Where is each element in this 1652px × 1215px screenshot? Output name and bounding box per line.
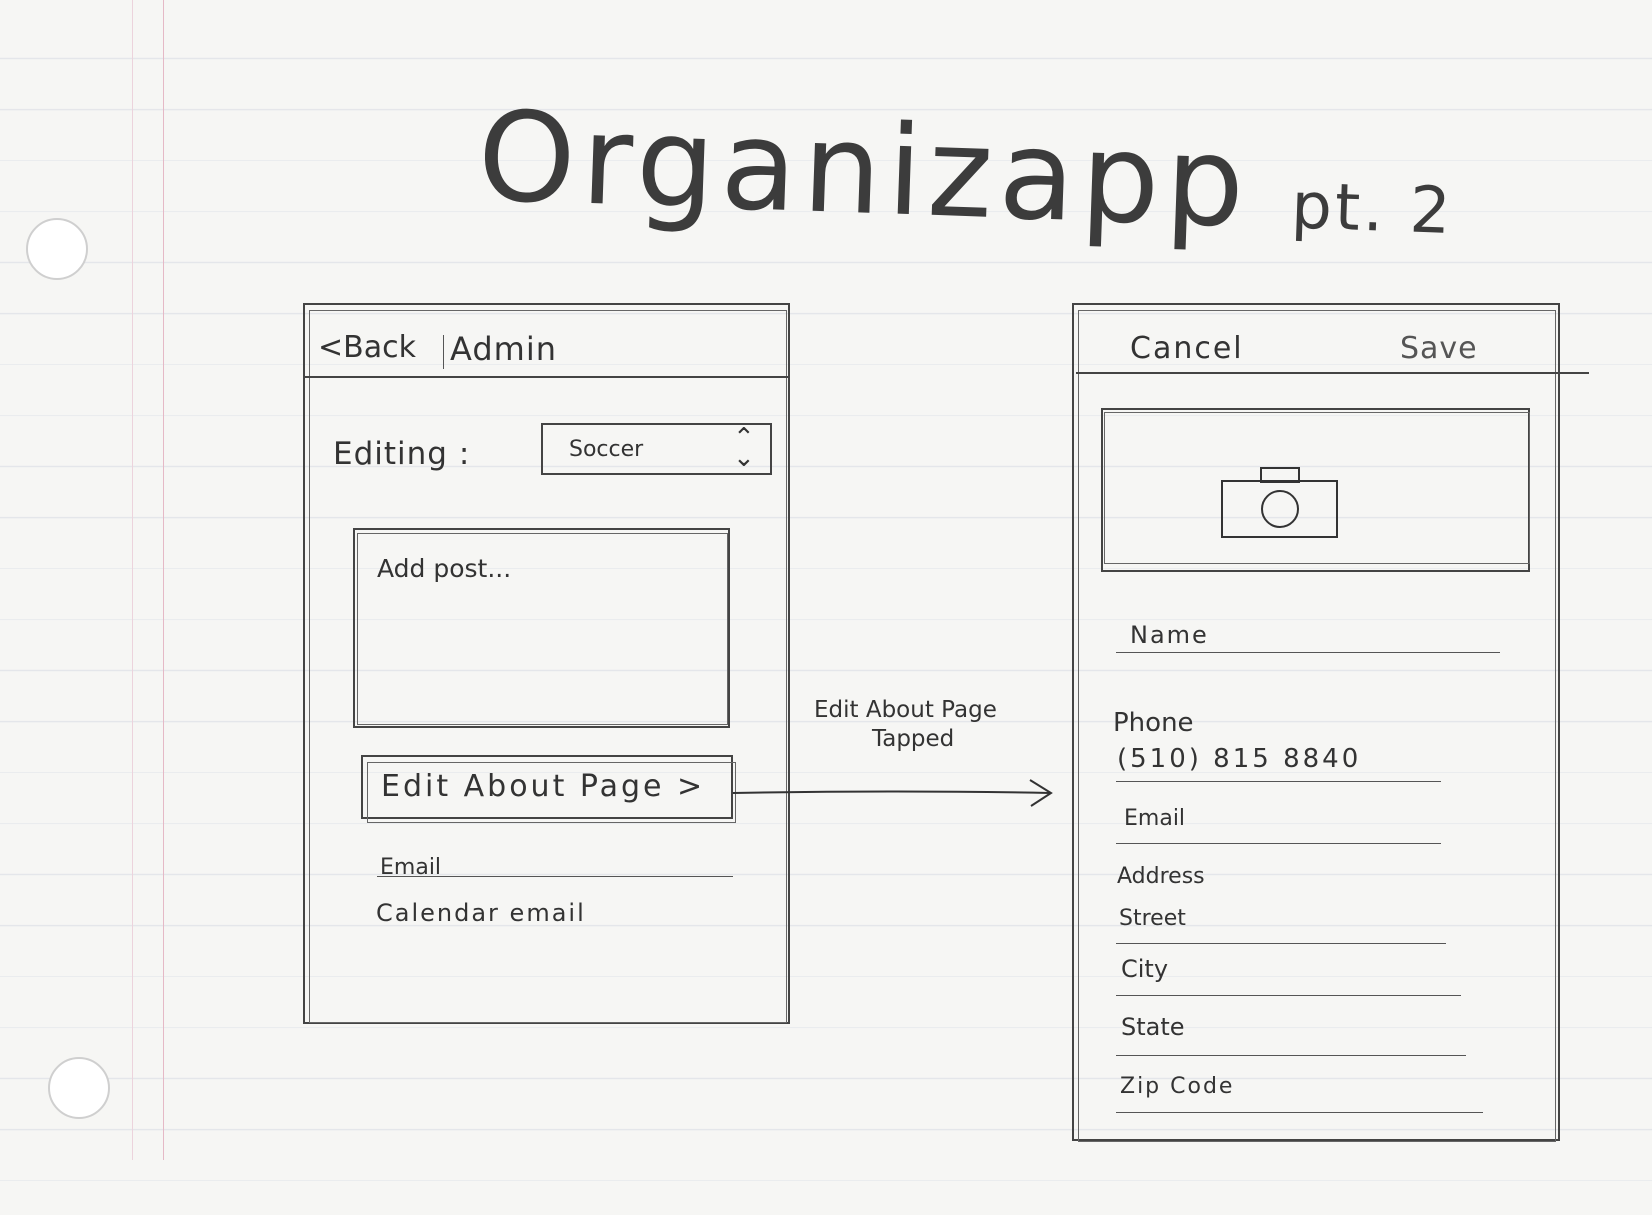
zip-code-input-line[interactable]	[1116, 1112, 1483, 1113]
city-input-line[interactable]	[1116, 995, 1461, 996]
street-label: Street	[1119, 906, 1186, 931]
select-arrows-icon: ⌃⌄	[733, 423, 755, 473]
transition-label-line2: Tapped	[872, 726, 955, 752]
editing-label: Editing :	[333, 436, 471, 472]
add-post-placeholder: Add post...	[377, 554, 512, 583]
edit-about-page-label: Edit About Page >	[381, 769, 706, 804]
email-label: Email	[1124, 806, 1186, 831]
cursor-mark	[443, 335, 444, 369]
street-input-line[interactable]	[1116, 943, 1446, 944]
about-screen-frame	[1072, 303, 1560, 1141]
photo-upload-area-inner	[1104, 412, 1530, 564]
punch-hole	[48, 1057, 110, 1119]
edit-about-page-button[interactable]: Edit About Page >	[361, 755, 733, 819]
name-label: Name	[1130, 621, 1209, 649]
email-input-line[interactable]	[377, 876, 733, 877]
email-label: Email	[380, 855, 442, 880]
phone-label: Phone	[1113, 708, 1194, 738]
zip-code-label: Zip Code	[1120, 1074, 1235, 1099]
team-select-value: Soccer	[569, 437, 644, 462]
save-button[interactable]: Save	[1400, 331, 1478, 366]
cancel-button[interactable]: Cancel	[1130, 331, 1244, 366]
about-header-divider	[1076, 372, 1589, 374]
margin-line	[132, 0, 133, 1160]
header-title: Admin	[450, 330, 557, 368]
city-label: City	[1121, 955, 1169, 983]
team-select[interactable]: Soccer ⌃⌄	[541, 423, 772, 475]
admin-screen-frame-inner	[309, 310, 787, 1023]
transition-label-line1: Edit About Page	[814, 697, 997, 723]
admin-screen-frame	[303, 303, 790, 1024]
add-post-textarea-inner	[357, 533, 728, 725]
phone-value: (510) 815 8840	[1117, 744, 1362, 774]
photo-upload-area[interactable]	[1101, 408, 1530, 572]
add-post-textarea[interactable]: Add post...	[353, 528, 730, 728]
margin-line	[163, 0, 164, 1160]
email-input-line[interactable]	[1116, 843, 1441, 844]
about-screen-frame-inner	[1078, 310, 1556, 1142]
address-label: Address	[1117, 864, 1205, 889]
back-button[interactable]: <Back	[318, 330, 416, 365]
phone-input-line[interactable]	[1116, 781, 1441, 782]
admin-header-divider	[305, 376, 788, 378]
state-label: State	[1121, 1013, 1185, 1041]
state-input-line[interactable]	[1116, 1055, 1466, 1056]
punch-hole	[26, 218, 88, 280]
name-input-line[interactable]	[1116, 652, 1500, 653]
camera-icon	[1221, 467, 1338, 538]
calendar-email-label: Calendar email	[376, 899, 586, 927]
